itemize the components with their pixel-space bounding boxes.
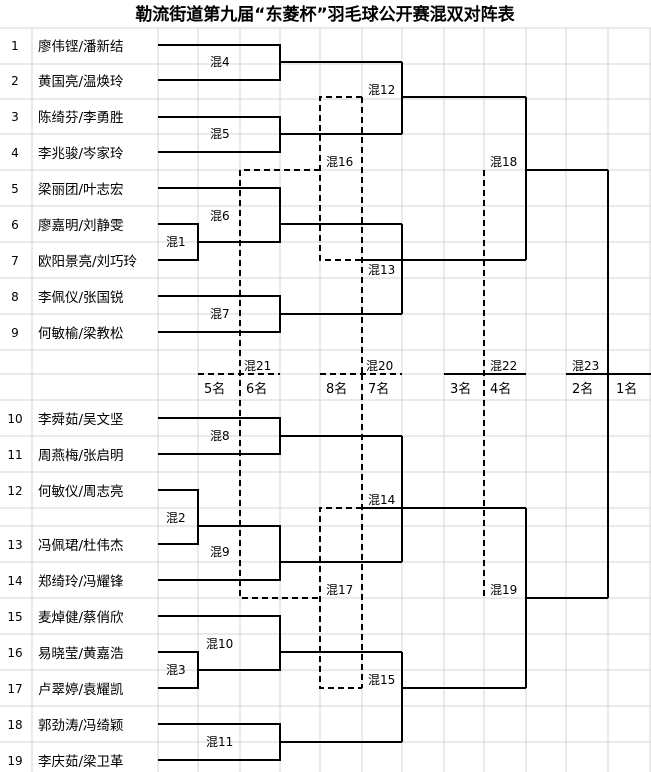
player-pair: 李兆骏/岑家玲 [38, 145, 124, 162]
player-pair: 李舜茹/吴文坚 [38, 411, 124, 428]
player-pair: 郑绮玲/冯耀锋 [38, 574, 124, 590]
match-label: 混3 [166, 663, 186, 677]
match-labels: 混4 混5 混12 混16 混18 混6 混1 混13 混7 混21 混20 混… [166, 55, 599, 749]
match-label: 混12 [368, 83, 395, 97]
player-pair: 郭劲涛/冯绮颖 [38, 717, 124, 734]
player-pair: 陈绮芬/李勇胜 [38, 109, 124, 126]
row-number: 5 [11, 182, 19, 196]
player-pair: 麦焯健/蔡俏欣 [38, 610, 124, 626]
match-label: 混10 [206, 637, 233, 651]
bracket-lines [158, 44, 651, 761]
match-label: 混5 [210, 127, 230, 141]
match-label: 混21 [244, 359, 271, 373]
rank-label: 5名 [204, 381, 225, 397]
match-label: 混23 [572, 359, 599, 373]
match-label: 混20 [366, 359, 393, 373]
rank-label: 2名 [572, 381, 593, 397]
player-pair: 廖嘉明/刘静雯 [38, 217, 124, 234]
match-label: 混14 [368, 493, 395, 507]
row-number: 7 [11, 254, 19, 268]
row-number: 6 [11, 218, 19, 232]
player-pair: 李庆茹/梁卫革 [38, 753, 124, 770]
row-number: 14 [7, 574, 22, 588]
row-number: 18 [7, 718, 22, 732]
match-label: 混7 [210, 307, 230, 321]
player-pair: 廖伟铿/潘新结 [38, 38, 124, 55]
player-pair: 冯佩珺/杜伟杰 [38, 538, 124, 554]
row-number: 9 [11, 326, 19, 340]
player-pair: 周燕梅/张启明 [38, 448, 124, 464]
match-label: 混6 [210, 209, 230, 223]
player-pair: 黄国亮/温焕玲 [38, 73, 124, 90]
consolation-lines [198, 96, 402, 689]
row-number: 12 [7, 484, 22, 498]
player-pair: 何敏榆/梁教松 [38, 326, 124, 342]
match-label: 混4 [210, 55, 230, 69]
match-label: 混2 [166, 511, 186, 525]
match-label: 混22 [490, 359, 517, 373]
row-number: 3 [11, 110, 19, 124]
rank-label: 6名 [246, 381, 267, 397]
row-numbers: 1 2 3 4 5 6 7 8 9 10 11 12 13 14 15 16 1… [7, 39, 22, 768]
bracket-m2 [158, 489, 199, 545]
bracket-m10 [158, 615, 281, 671]
match-label: 混1 [166, 235, 186, 249]
player-pair: 卢翠婷/袁耀凯 [38, 682, 124, 698]
match-label: 混9 [210, 545, 230, 559]
player-pair: 梁丽团/叶志宏 [38, 182, 124, 198]
match-label: 混18 [490, 155, 517, 169]
rank-label: 3名 [450, 381, 471, 397]
player-pair: 欧阳景亮/刘巧玲 [38, 253, 138, 270]
rank-label: 8名 [326, 381, 347, 397]
rank-label: 1名 [616, 381, 637, 397]
player-pair: 易晓莹/黄嘉浩 [38, 646, 124, 662]
player-pair: 何敏仪/周志亮 [38, 483, 124, 500]
row-number: 17 [7, 682, 22, 696]
row-number: 1 [11, 39, 19, 53]
dash-m17 [319, 507, 362, 689]
row-number: 8 [11, 290, 19, 304]
row-number: 4 [11, 146, 19, 160]
match-label: 混15 [368, 673, 395, 687]
rank-labels: 5名 6名 8名 7名 3名 4名 2名 1名 [204, 381, 637, 397]
match-label: 混11 [206, 735, 233, 749]
row-number: 10 [7, 412, 22, 426]
rank-label: 4名 [490, 381, 511, 397]
row-number: 2 [11, 74, 19, 88]
player-pair: 李佩仪/张国锐 [38, 290, 124, 306]
match-label: 混17 [326, 583, 353, 597]
row-number: 19 [7, 754, 22, 768]
dash-m21-top [239, 169, 320, 599]
row-number: 16 [7, 646, 22, 660]
row-number: 15 [7, 610, 22, 624]
match-label: 混19 [490, 583, 517, 597]
rank-label: 7名 [368, 381, 389, 397]
player-names: 廖伟铿/潘新结 黄国亮/温焕玲 陈绮芬/李勇胜 李兆骏/岑家玲 梁丽团/叶志宏 … [38, 38, 138, 770]
row-number: 13 [7, 538, 22, 552]
match-label: 混13 [368, 263, 395, 277]
row-number: 11 [7, 448, 22, 462]
page-title: 勒流街道第九届“东菱杯”羽毛球公开赛混双对阵表 [135, 4, 515, 25]
match-label: 混16 [326, 155, 353, 169]
dash-m16 [319, 96, 362, 261]
match-label: 混8 [210, 429, 230, 443]
